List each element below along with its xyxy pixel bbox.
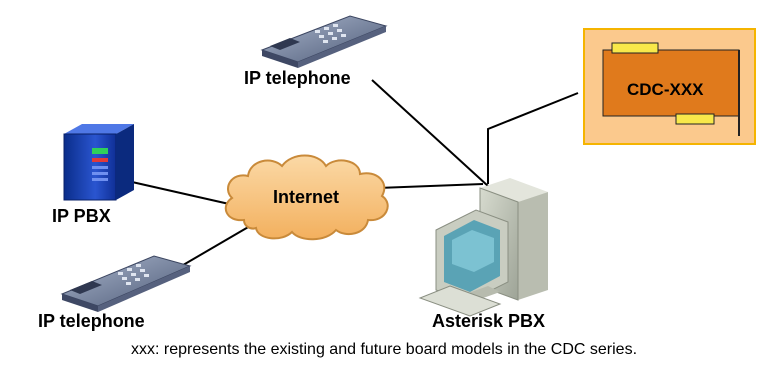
ip-telephone-bottom-label: IP telephone — [38, 311, 145, 331]
internet-cloud-icon — [224, 154, 389, 241]
link-asterisk-to-card — [487, 92, 579, 184]
link-pbx-to-internet — [131, 181, 239, 207]
internet-label: Internet — [273, 187, 340, 207]
ip-pbx-label: IP PBX — [52, 206, 111, 226]
asterisk-pbx-label: Asterisk PBX — [432, 311, 546, 331]
ip-telephone-bottom-icon — [60, 255, 192, 312]
diagram-caption: xxx: represents the existing and future … — [130, 341, 638, 358]
ip-telephone-top-label: IP telephone — [244, 68, 351, 88]
asterisk-pbx-computer-icon — [418, 178, 548, 317]
connections — [131, 79, 579, 269]
link-internet-to-asterisk — [377, 183, 484, 189]
ip-telephone-top-icon — [260, 15, 388, 68]
link-phone-top-to-asterisk — [371, 79, 489, 187]
cdc-card-label: CDC-XXX — [627, 80, 704, 99]
link-phone-bottom-to-internet — [177, 225, 251, 269]
cdc-card-panel — [583, 28, 756, 145]
ip-pbx-server-icon — [63, 124, 134, 201]
